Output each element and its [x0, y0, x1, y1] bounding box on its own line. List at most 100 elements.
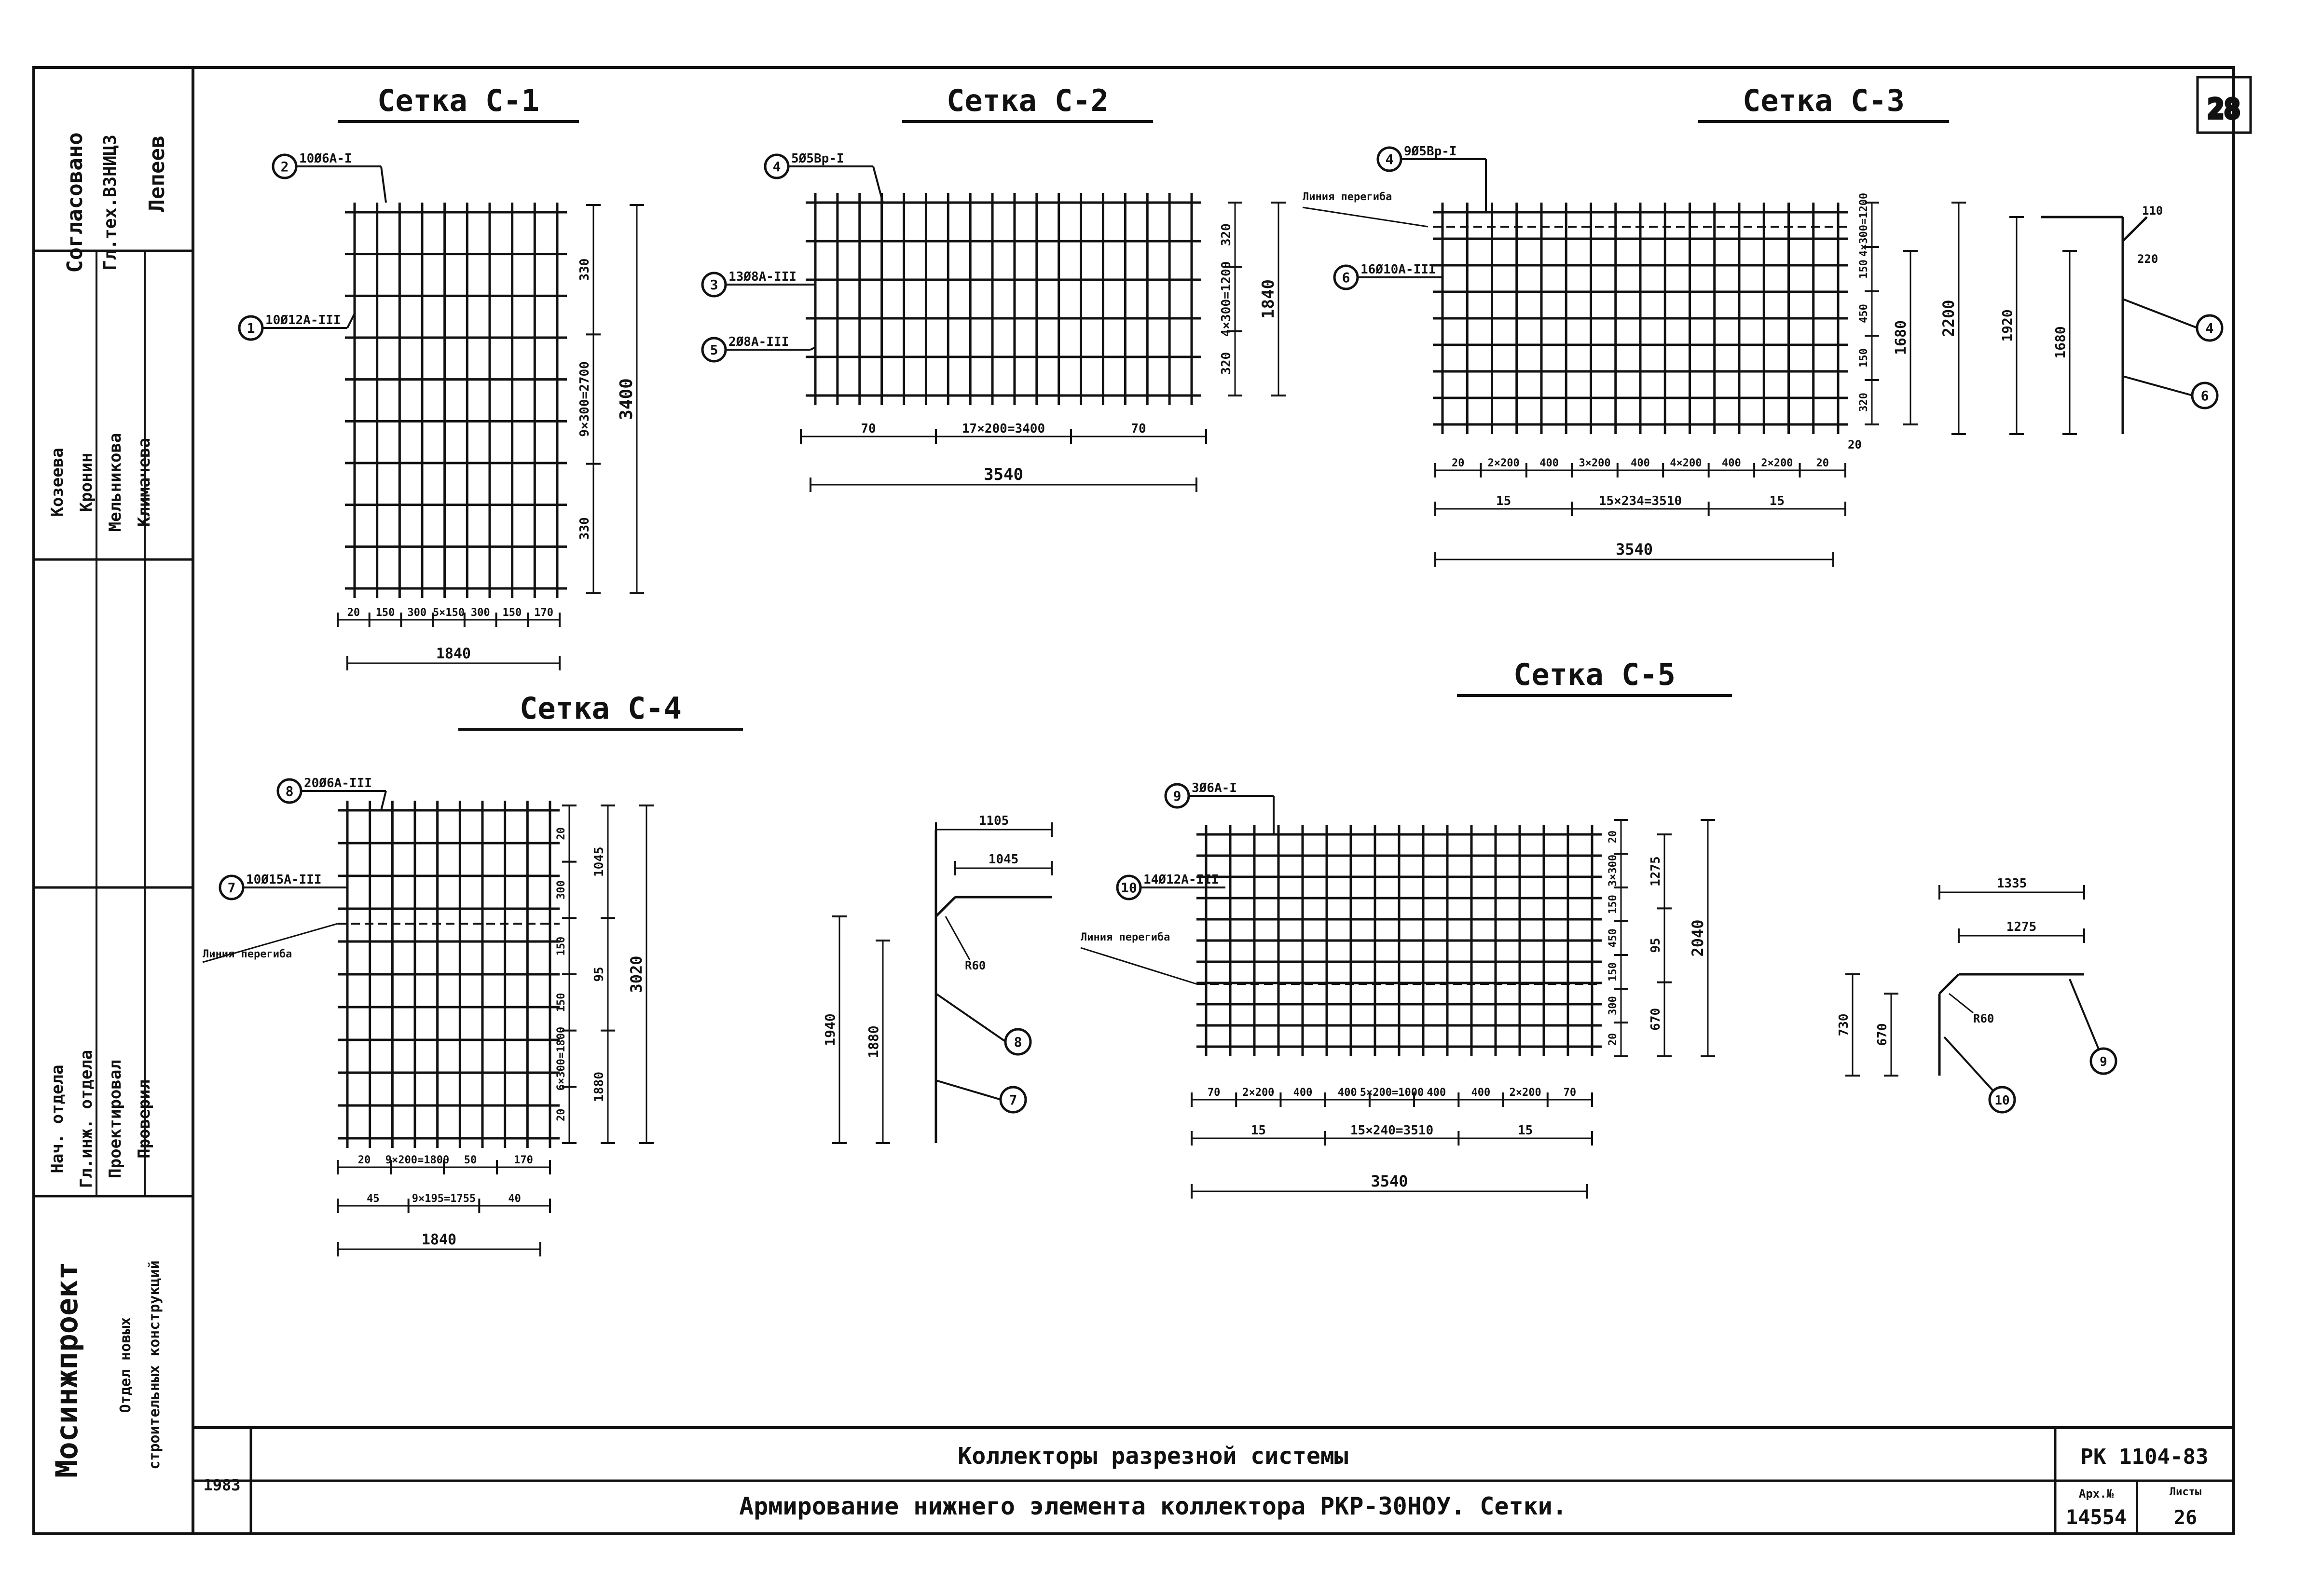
dimension-value: 320 — [1219, 223, 1234, 246]
callout-spec: 10Ø15А-III — [246, 873, 322, 887]
radius-label: R60 — [965, 959, 986, 972]
stamp-role: Проектировал — [106, 1060, 125, 1178]
dimension-value: 450 — [1858, 304, 1870, 323]
dimension-value: 1840 — [1259, 279, 1278, 319]
dimension-vertical: 1880 — [866, 940, 890, 1144]
dimension-value: 15 — [1518, 1123, 1533, 1138]
dimension-value: 150 — [376, 607, 395, 619]
dimension-horizontal: 1105 — [935, 814, 1053, 837]
stamp-agreed-name: Лепеев — [145, 136, 169, 212]
dimension-value: 1275 — [1649, 856, 1663, 887]
callout-pointer — [346, 313, 356, 328]
mesh-grid — [338, 801, 560, 1148]
callout-spec: 10Ø12А-III — [265, 313, 341, 327]
dimension-value: 1880 — [592, 1072, 606, 1102]
dimension-value: 45 — [367, 1193, 380, 1205]
dimension-value: 1940 — [822, 1013, 838, 1046]
stamp-role: Проверил — [135, 1079, 154, 1159]
callout-number: 6 — [1342, 270, 1350, 286]
mesh-grid — [1196, 825, 1602, 1056]
dimension-value: 50 — [464, 1154, 477, 1166]
dimension-vertical: 730 — [1837, 973, 1860, 1077]
dimension-value: 70 — [1131, 422, 1146, 436]
callout-pointer — [810, 346, 816, 351]
stamp-agreed-role: Гл.тех.ВЗНИЦЗ — [100, 135, 120, 271]
callout-number: 1 — [247, 320, 255, 336]
callout-number: 7 — [1009, 1092, 1017, 1108]
callout-circle — [1988, 1086, 2016, 1114]
dimension-value: 9×300=2700 — [577, 361, 592, 437]
dimension-value: 3×200 — [1579, 457, 1610, 469]
dimension-value: 2040 — [1689, 919, 1707, 956]
mesh-grid — [345, 203, 567, 598]
dimension-value: 150 — [1858, 259, 1870, 279]
dimension-value: 150 — [1607, 962, 1619, 982]
callout-number: 7 — [228, 880, 236, 896]
stamp-department: Отдел новых — [117, 1317, 134, 1413]
bend-line-label: Линия перегиба — [1081, 931, 1170, 943]
section-bar-bend — [935, 896, 956, 917]
callout-pointer — [2122, 375, 2193, 396]
callout-pointer — [2069, 979, 2100, 1050]
callout-number: 9 — [2100, 1055, 2107, 1069]
dimension-value: 3×300 — [1607, 855, 1619, 887]
stamp-department: строительных конструкций — [146, 1260, 163, 1469]
dimension-value: 15×240=3510 — [1350, 1123, 1433, 1138]
dimension-value: 1840 — [436, 645, 471, 662]
dimension-value: 670 — [1875, 1023, 1890, 1046]
dimension-value: 220 — [2137, 252, 2158, 266]
callout-spec: 10Ø6А-I — [299, 151, 352, 166]
mesh-grid — [806, 193, 1201, 405]
bend-line-leader — [1302, 206, 1429, 228]
callout-number: 10 — [1994, 1093, 2009, 1108]
dimension-vertical: 1940 — [822, 915, 847, 1144]
dimension-value: 20 — [555, 827, 567, 840]
dimension-value: 400 — [1631, 457, 1650, 469]
mesh-title-text: Сетка С-2 — [947, 83, 1109, 118]
dimension-value: 330 — [577, 517, 592, 540]
radius-leader — [945, 916, 971, 960]
sheet-number-box — [2196, 76, 2252, 134]
dimension-vertical: 3020 — [627, 805, 654, 1144]
dimension-value: 300 — [555, 880, 567, 900]
sheet-number: 28 — [2208, 94, 2240, 125]
callout-spec: 9Ø5Вр-I — [1404, 144, 1457, 159]
dimension-value: 5×150 — [433, 607, 465, 619]
dimension-vertical: 670 — [1875, 993, 1898, 1077]
dimension-value: 70 — [1564, 1087, 1577, 1099]
dimension-horizontal: 3540 — [1191, 1172, 1588, 1199]
stamp-agreed-header: Согласовано — [63, 132, 87, 273]
dimension-value: 4×300=1200 — [1858, 193, 1870, 257]
radius-leader — [1949, 993, 1974, 1014]
dimension-value: 150 — [555, 937, 567, 956]
dimension-value: 1275 — [2006, 920, 2037, 934]
titleblock-sheet-label: Листы — [2170, 1486, 2201, 1498]
dimension-value: 3540 — [1371, 1172, 1408, 1190]
dimension-value: 300 — [471, 607, 490, 619]
stamp-role: Гл.инж. отдела — [77, 1050, 96, 1188]
sheet-frame: 28 — [32, 66, 2252, 1535]
dimension-value: 20 — [1452, 457, 1465, 469]
callout-spec: 2Ø8А-III — [728, 335, 789, 349]
dimension-value: 2×200 — [1242, 1087, 1274, 1099]
titleblock-archive-number: 14554 — [2066, 1505, 2127, 1529]
dimension-value: 1680 — [2052, 326, 2068, 358]
dimension-horizontal: 3540 — [810, 465, 1197, 492]
dimension-value: 17×200=3400 — [962, 422, 1045, 436]
